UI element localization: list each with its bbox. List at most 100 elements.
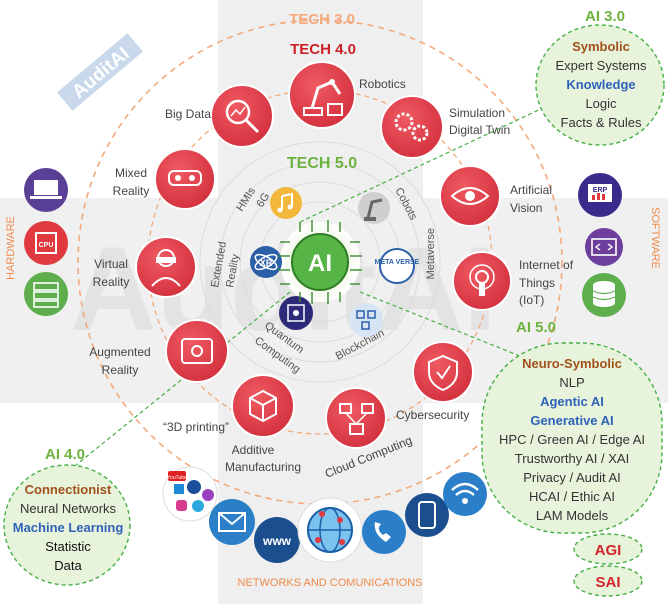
label-artificial: Artificial [510, 183, 552, 197]
ai50-line-lam-models: LAM Models [535, 508, 609, 523]
ai30-content: Symbolic Expert Systems Knowledge Logic … [545, 37, 657, 132]
ai50-line-generative-ai: Generative AI [530, 413, 614, 428]
ai50-line-agentic-ai: Agentic AI [540, 394, 604, 409]
inner-ring-3 [219, 161, 421, 363]
code-icon [585, 228, 623, 266]
phone-call-icon [362, 510, 406, 554]
link-ai30 [299, 99, 561, 223]
agi-label: AGI [595, 542, 622, 559]
ai50-box [481, 342, 663, 534]
erp-icon: ERP [578, 173, 622, 217]
ai40-box [3, 464, 131, 586]
ai50-line-nlp: NLP [559, 375, 585, 390]
simulation-icon [380, 95, 444, 159]
watermark-bg: AuditAI [70, 222, 497, 356]
link-ai50 [359, 291, 531, 361]
ai50-line-privacy: Privacy / Audit AI [523, 470, 621, 485]
metaverse-icon: META VERSE [375, 248, 420, 284]
label-3d-printing: “3D printing” [163, 420, 229, 434]
additive-manufacturing-icon [231, 374, 295, 438]
svg-text:AuditAI: AuditAI [68, 43, 133, 103]
ai50-line-hcai: HCAI / Ethic AI [529, 489, 615, 504]
label-mixed-reality: Reality [113, 184, 150, 198]
database-icon [582, 273, 626, 317]
label-metaverse: Metaverse [425, 228, 437, 279]
augmented-reality-icon [165, 319, 229, 383]
networks-label: NETWORKS AND COMUNICATIONS [238, 577, 423, 589]
svg-text:XR: XR [260, 258, 273, 268]
label-extended-reality: Reality [224, 253, 242, 289]
agi-box [573, 533, 643, 565]
social-media-icon: YouTube [162, 466, 218, 522]
iot-icon [452, 251, 512, 311]
cpu-icon: CPU [24, 221, 68, 265]
ai30-line-expert-systems: Expert Systems [555, 58, 647, 73]
ai40-line-machine-learning: Machine Learning [12, 520, 124, 535]
robotics-icon [288, 61, 356, 129]
ai30-title: AI 3.0 [585, 8, 625, 25]
label-virtual-reality: Reality [93, 275, 130, 289]
label-things: Things [519, 276, 555, 290]
svg-text:CPU: CPU [39, 242, 54, 249]
label-big-data: Big Data [165, 107, 211, 121]
ai40-line-statistic: Statistic [45, 539, 91, 554]
watermark-badge: AuditAI [57, 33, 143, 111]
ai40-content: Connectionist Neural Networks Machine Le… [9, 480, 127, 575]
tech30-title: TECH 3.0 [289, 11, 355, 28]
sai-box [573, 565, 643, 597]
email-icon [209, 499, 255, 545]
label-robotics: Robotics [359, 77, 406, 91]
label-internet-of: Internet of [519, 258, 574, 272]
cloud-computing-icon [325, 387, 387, 449]
svg-text:www: www [262, 534, 292, 548]
label-simulation: Simulation [449, 106, 505, 120]
label-manufacturing: Manufacturing [225, 460, 301, 474]
ai30-line-logic: Logic [585, 96, 617, 111]
ai40-line-connectionist: Connectionist [24, 482, 112, 497]
ai50-line-trustworthy: Trustworthy AI / XAI [514, 451, 630, 466]
cobot-icon [358, 192, 390, 224]
laptop-icon [24, 168, 68, 212]
xr-icon: XR [250, 246, 282, 278]
ai40-line-data: Data [54, 558, 82, 573]
ai40-title: AI 4.0 [45, 446, 85, 463]
hmi-icon [270, 187, 302, 219]
tech50-title: TECH 5.0 [287, 155, 357, 172]
ai-chip-icon: AI [278, 220, 362, 304]
label-cybersecurity: Cybersecurity [396, 408, 469, 422]
ai50-content: Neuro-Symbolic NLP Agentic AI Generative… [484, 354, 660, 525]
wifi-icon [443, 472, 487, 516]
globe-network-icon [297, 497, 363, 563]
ai30-box [535, 24, 665, 146]
mixed-reality-icon [154, 148, 216, 210]
mobile-phone-icon [405, 493, 449, 537]
ai30-line-facts-rules: Facts & Rules [560, 115, 642, 130]
label-augmented: Augmented [89, 345, 150, 359]
label-iot: (IoT) [519, 293, 544, 307]
ai50-line-hpc: HPC / Green AI / Edge AI [499, 432, 645, 447]
inner-ring-4 [199, 141, 441, 383]
ai30-line-symbolic: Symbolic [572, 39, 630, 54]
www-icon: www [254, 517, 300, 563]
ai40-line-neural-networks: Neural Networks [19, 501, 117, 516]
blockchain-icon [349, 303, 383, 337]
vision-icon [439, 165, 501, 227]
virtual-reality-icon [135, 236, 197, 298]
center-ai-label: AI [308, 250, 332, 277]
label-virtual: Virtual [94, 257, 128, 271]
hardware-label: HARDWARE [5, 216, 17, 280]
tech40-title: TECH 4.0 [290, 41, 356, 58]
svg-text:ERP: ERP [593, 187, 608, 194]
metaverse-badge: META VERSE [375, 259, 420, 266]
label-augmented-reality: Reality [102, 363, 139, 377]
quantum-icon [279, 296, 313, 330]
svg-text:YouTube: YouTube [167, 475, 187, 481]
server-icon [24, 272, 68, 316]
link-ai40 [59, 291, 291, 479]
ai50-title: AI 5.0 [516, 319, 556, 336]
label-vision: Vision [510, 201, 542, 215]
label-additive: Additive [232, 443, 275, 457]
big-data-icon [210, 84, 274, 148]
sai-label: SAI [595, 574, 620, 591]
